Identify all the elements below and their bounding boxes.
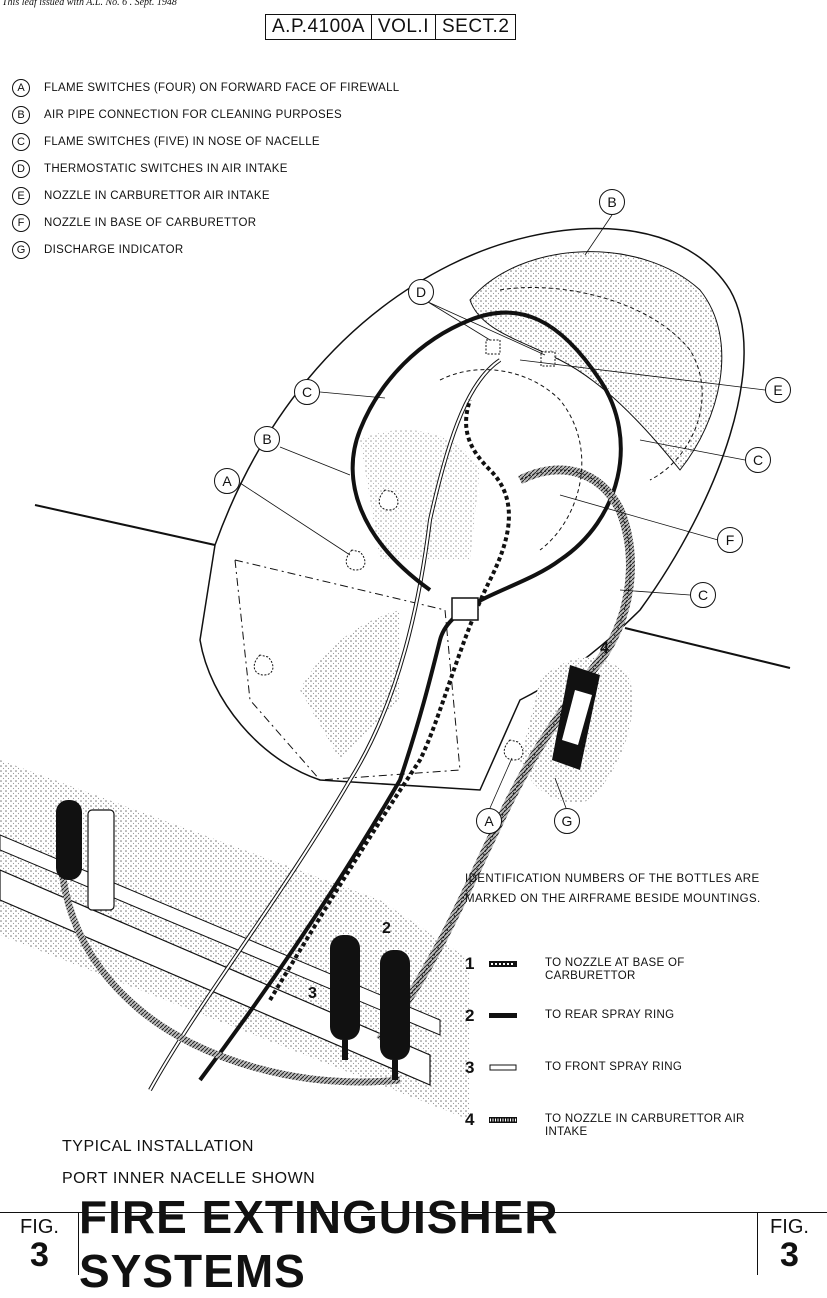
legend-text: AIR PIPE CONNECTION FOR CLEANING PURPOSE… bbox=[44, 108, 342, 121]
distributor-valve bbox=[451, 597, 479, 621]
component-legend: A FLAME SWITCHES (FOUR) ON FORWARD FACE O… bbox=[12, 74, 399, 263]
flame-switch-icon bbox=[378, 489, 399, 511]
legend-letter: C bbox=[12, 132, 30, 151]
fig-label: FIG. bbox=[770, 1216, 809, 1238]
identification-note: IDENTIFICATION NUMBERS OF THE BOTTLES AR… bbox=[465, 869, 761, 909]
installation-label: TYPICAL INSTALLATION bbox=[62, 1138, 254, 1155]
legend-item-d: D THERMOSTATIC SWITCHES IN AIR INTAKE bbox=[12, 155, 399, 182]
flame-switch-icon bbox=[253, 654, 274, 676]
legend-text: FLAME SWITCHES (FOUR) ON FORWARD FACE OF… bbox=[44, 81, 400, 94]
document-reference: A.P.4100A VOL.I SECT.2 bbox=[265, 14, 517, 40]
solid-pipe-icon bbox=[489, 1007, 545, 1025]
bottle-number-3: 3 bbox=[308, 985, 317, 1002]
fig-box-right: FIG. 3 bbox=[752, 1212, 827, 1275]
note-line: IDENTIFICATION NUMBERS OF THE BOTTLES AR… bbox=[465, 873, 760, 885]
key-number: 1 bbox=[465, 954, 475, 973]
fig-number: 3 bbox=[780, 1236, 799, 1274]
bottle-1 bbox=[56, 800, 115, 911]
ap-number: A.P.4100A bbox=[266, 15, 372, 39]
fig-box-left: FIG. 3 bbox=[2, 1212, 77, 1275]
legend-item-c: C FLAME SWITCHES (FIVE) IN NOSE OF NACELL… bbox=[12, 128, 399, 155]
title-bar bbox=[0, 1212, 827, 1276]
wing-edge-left bbox=[34, 504, 216, 546]
callout-d: D bbox=[408, 279, 434, 305]
thermostat-switch-icon bbox=[485, 339, 501, 355]
spray-ring-dashed-2 bbox=[499, 287, 703, 481]
callout-c-lower: C bbox=[690, 582, 716, 608]
fig-label: FIG. bbox=[20, 1216, 59, 1238]
callout-c-left: C bbox=[294, 379, 320, 405]
nacelle-diagram bbox=[0, 214, 791, 1120]
volume: VOL.I bbox=[372, 15, 436, 39]
fig-number: 3 bbox=[30, 1236, 49, 1274]
key-text: TO FRONT SPRAY RING bbox=[545, 1061, 683, 1073]
key-text: TO NOZZLE IN CARBURETTOR AIR INTAKE bbox=[545, 1113, 745, 1138]
thermostat-switch-icon bbox=[540, 351, 556, 367]
bottle-number-4: 4 bbox=[600, 640, 609, 657]
legend-text: THERMOSTATIC SWITCHES IN AIR INTAKE bbox=[44, 162, 288, 175]
legend-item-g: G DISCHARGE INDICATOR bbox=[12, 236, 399, 263]
nacelle-label: PORT INNER NACELLE SHOWN bbox=[62, 1170, 316, 1187]
legend-letter: A bbox=[12, 78, 30, 97]
legend-text: DISCHARGE INDICATOR bbox=[44, 243, 184, 256]
legend-letter: G bbox=[12, 240, 30, 259]
key-text: TO REAR SPRAY RING bbox=[545, 1009, 675, 1021]
bottle-number-1: 1 bbox=[92, 850, 101, 867]
callout-b-left: B bbox=[254, 426, 280, 452]
key-text: TO NOZZLE AT BASE OF CARBURETTOR bbox=[545, 957, 685, 982]
legend-letter: E bbox=[12, 186, 30, 205]
legend-letter: B bbox=[12, 105, 30, 124]
legend-item-e: E NOZZLE IN CARBURETTOR AIR INTAKE bbox=[12, 182, 399, 209]
bottle-number-2: 2 bbox=[382, 920, 391, 937]
legend-text: FLAME SWITCHES (FIVE) IN NOSE OF NACELLE bbox=[44, 135, 320, 148]
cutaway-left bbox=[300, 610, 400, 760]
callout-g: G bbox=[554, 808, 580, 834]
callout-c-right: C bbox=[745, 447, 771, 473]
key-number: 4 bbox=[465, 1110, 475, 1129]
callout-a-bottom: A bbox=[476, 808, 502, 834]
spar-beam bbox=[0, 869, 431, 1086]
section: SECT.2 bbox=[441, 16, 510, 37]
issue-note: This leaf issued with A.L. No. 6 . Sept.… bbox=[2, 0, 177, 8]
callout-b-top: B bbox=[599, 189, 625, 215]
pipe-carburettor-base bbox=[268, 399, 511, 1002]
flame-switch-icon bbox=[503, 739, 524, 761]
key-number: 3 bbox=[465, 1058, 475, 1077]
legend-item-b: B AIR PIPE CONNECTION FOR CLEANING PURPOS… bbox=[12, 101, 399, 128]
pipe-key: 1 TO NOZZLE AT BASE OF CARBURETTOR 2 TO … bbox=[465, 955, 775, 1163]
bottle-2 bbox=[380, 950, 410, 1080]
wing-edge-right bbox=[624, 627, 791, 669]
legend-text: NOZZLE IN CARBURETTOR AIR INTAKE bbox=[44, 189, 270, 202]
legend-letter: D bbox=[12, 159, 30, 178]
legend-item-f: F NOZZLE IN BASE OF CARBURETTOR bbox=[12, 209, 399, 236]
pipe-air-intake-edge bbox=[379, 469, 631, 1041]
pipe-to-bottle-1 bbox=[56, 839, 401, 1086]
callout-e: E bbox=[765, 377, 791, 403]
note-line: MARKED ON THE AIRFRAME BESIDE MOUNTINGS. bbox=[465, 893, 761, 905]
flame-switch-icon bbox=[345, 549, 366, 571]
legend-item-a: A FLAME SWITCHES (FOUR) ON FORWARD FACE O… bbox=[12, 74, 399, 101]
legend-letter: F bbox=[12, 213, 30, 232]
pipe-front-spray-inner bbox=[149, 359, 501, 1091]
bottle-3 bbox=[330, 935, 360, 1060]
dotted-pipe-icon bbox=[489, 955, 545, 973]
key-row-1: 1 TO NOZZLE AT BASE OF CARBURETTOR bbox=[465, 955, 775, 1007]
bottle-4 bbox=[552, 665, 600, 770]
key-row-2: 2 TO REAR SPRAY RING bbox=[465, 1007, 775, 1059]
cutaway-mid bbox=[360, 430, 480, 560]
leader-lines bbox=[239, 214, 766, 809]
page-title: FIRE EXTINGUISHER SYSTEMS bbox=[78, 1191, 758, 1297]
callout-f: F bbox=[717, 527, 743, 553]
spray-ring-dashed bbox=[439, 369, 583, 551]
key-number: 2 bbox=[465, 1006, 475, 1025]
ribbed-pipe-icon bbox=[489, 1111, 545, 1129]
legend-text: NOZZLE IN BASE OF CARBURETTOR bbox=[44, 216, 257, 229]
callout-a-left: A bbox=[214, 468, 240, 494]
hollow-pipe-icon bbox=[489, 1059, 545, 1077]
key-row-4: 4 TO NOZZLE IN CARBURETTOR AIR INTAKE bbox=[465, 1111, 775, 1163]
key-row-3: 3 TO FRONT SPRAY RING bbox=[465, 1059, 775, 1111]
